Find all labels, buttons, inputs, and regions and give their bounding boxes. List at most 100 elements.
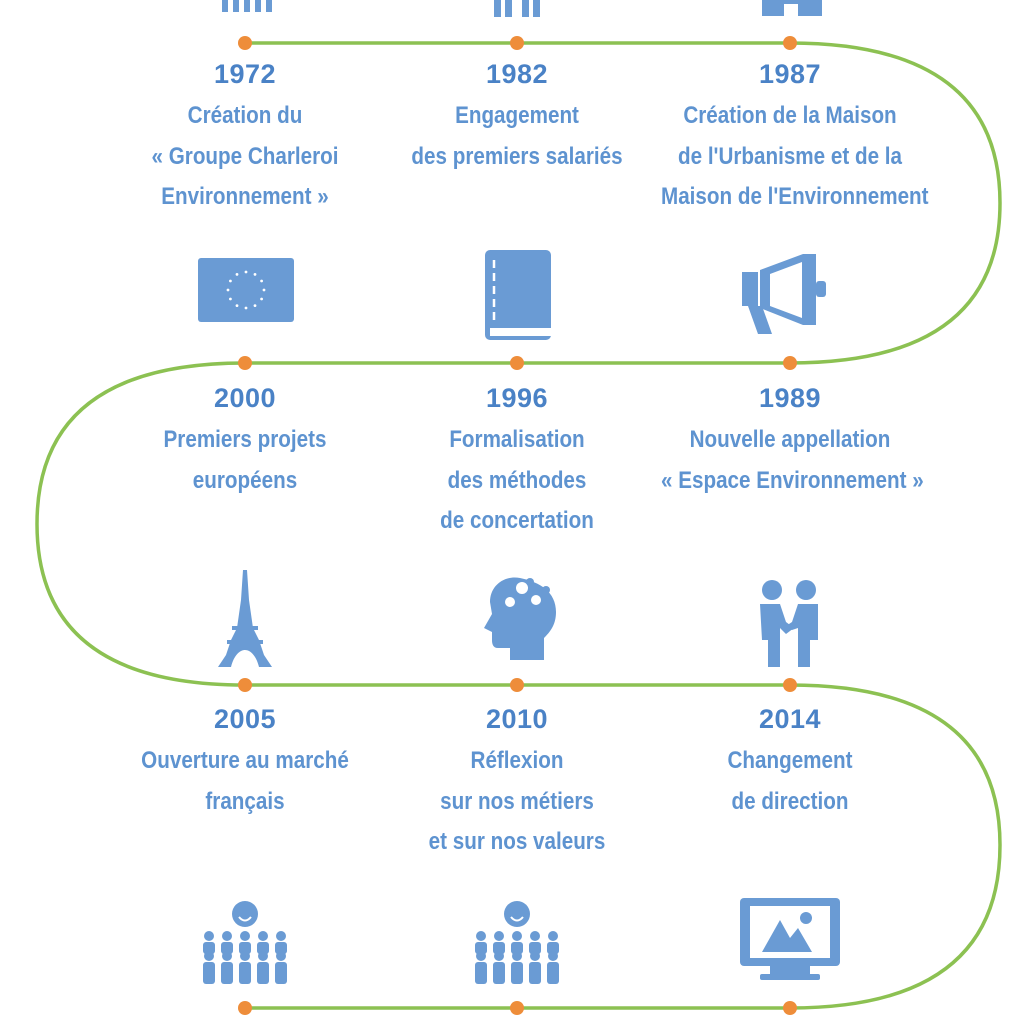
timeline-dot [783, 36, 797, 50]
person-body [547, 942, 559, 954]
person-head [222, 951, 232, 961]
person-head [476, 951, 486, 961]
milestone-2005: 2005 Ouverture au marché français [95, 703, 395, 822]
milestone-2010: 2010 Réflexion sur nos métiers et sur no… [367, 703, 667, 863]
person-body [529, 962, 541, 984]
milestone-year: 1972 [213, 59, 277, 89]
house-icon [762, 0, 822, 16]
timeline-dot [783, 1001, 797, 1015]
team-leader-icon [475, 901, 559, 984]
person-head [512, 931, 522, 941]
megaphone-icon [742, 254, 826, 334]
milestone-text: Ouverture au marché [141, 747, 349, 774]
timeline-dot [510, 36, 524, 50]
person-head [530, 931, 540, 941]
eu-star [262, 288, 266, 292]
person-head [204, 951, 214, 961]
milestone-text: de direction [731, 787, 849, 815]
person-body [475, 942, 487, 954]
milestone-text: des premiers salariés [411, 142, 623, 170]
timeline-dot [238, 678, 252, 692]
eu-star [260, 297, 263, 301]
milestone-text: « Espace Environnement » [661, 466, 924, 494]
milestone-year: 2014 [758, 704, 822, 734]
head-gears-icon [484, 577, 556, 660]
person-body [475, 962, 487, 984]
person-head [494, 951, 504, 961]
handshake-icon [760, 580, 818, 667]
person-head [276, 951, 286, 961]
person-body [239, 962, 251, 984]
person-head [240, 931, 250, 941]
eu-star [229, 279, 232, 283]
milestone-text: français [205, 787, 285, 815]
milestone-1996: 1996 Formalisation des méthodes de conce… [367, 382, 667, 542]
eu-star [244, 270, 248, 274]
milestone-1989: 1989 Nouvelle appellation « Espace Envir… [640, 382, 940, 501]
person-head [222, 931, 232, 941]
timeline-dot [510, 678, 524, 692]
eu-star [229, 297, 232, 301]
person-body [275, 962, 287, 984]
milestone-text: des méthodes [447, 466, 587, 494]
milestone-2000: 2000 Premiers projets européens [95, 382, 395, 501]
person-head [204, 931, 214, 941]
timeline-dot [238, 1001, 252, 1015]
eu-star [235, 273, 239, 276]
milestone-year: 1987 [758, 59, 822, 89]
person-body [493, 942, 505, 954]
eu-star [253, 304, 257, 307]
milestone-2014: 2014 Changement de direction [640, 703, 940, 822]
person-body [221, 962, 233, 984]
milestone-1972: 1972 Création du « Groupe Charleroi Envi… [95, 58, 395, 218]
person-head [548, 951, 558, 961]
milestone-year: 1996 [485, 383, 549, 413]
person-head [512, 951, 522, 961]
timeline-curve [35, 41, 1002, 1010]
person-head [258, 931, 268, 941]
person-body [529, 942, 541, 954]
person-body [257, 962, 269, 984]
person-body [221, 942, 233, 954]
milestone-text: et sur nos valeurs [428, 828, 606, 855]
milestone-text: Création de la Maison [683, 102, 897, 129]
people-group-icon [222, 0, 272, 12]
milestone-year: 2010 [485, 704, 549, 734]
milestone-text: Changement [727, 747, 853, 774]
monitor-image-icon [740, 898, 840, 980]
leader-head [504, 901, 530, 927]
leader-smile [510, 916, 524, 922]
timeline-dot [783, 678, 797, 692]
eiffel-tower-icon [218, 570, 272, 667]
milestone-text: de l'Urbanisme et de la [677, 142, 903, 170]
milestone-text: Maison de l'Environnement [661, 183, 929, 210]
eu-star [253, 273, 257, 276]
person-body [511, 942, 523, 954]
team-leader-icon [203, 901, 287, 984]
timeline-dot [238, 36, 252, 50]
person-body [511, 962, 523, 984]
milestone-text: Environnement » [161, 183, 329, 210]
person-head [276, 931, 286, 941]
eu-star [244, 306, 248, 310]
milestone-text: européens [192, 466, 298, 494]
milestone-year: 2000 [213, 383, 277, 413]
milestone-text: Nouvelle appellation [689, 426, 891, 453]
leader-head [232, 901, 258, 927]
milestone-1982: 1982 Engagement des premiers salariés [367, 58, 667, 177]
person-head [530, 951, 540, 961]
milestone-text: Formalisation [449, 426, 585, 453]
person-body [203, 962, 215, 984]
eu-star [226, 288, 230, 292]
timeline-dot [510, 1001, 524, 1015]
milestone-text: Engagement [455, 102, 579, 129]
milestone-text: Premiers projets [163, 426, 327, 453]
person-head [494, 931, 504, 941]
person-body [275, 942, 287, 954]
people-icon [494, 0, 540, 17]
milestone-text: sur nos métiers [440, 787, 594, 815]
person-head [240, 951, 250, 961]
milestone-1987: 1987 Création de la Maison de l'Urbanism… [640, 58, 940, 218]
